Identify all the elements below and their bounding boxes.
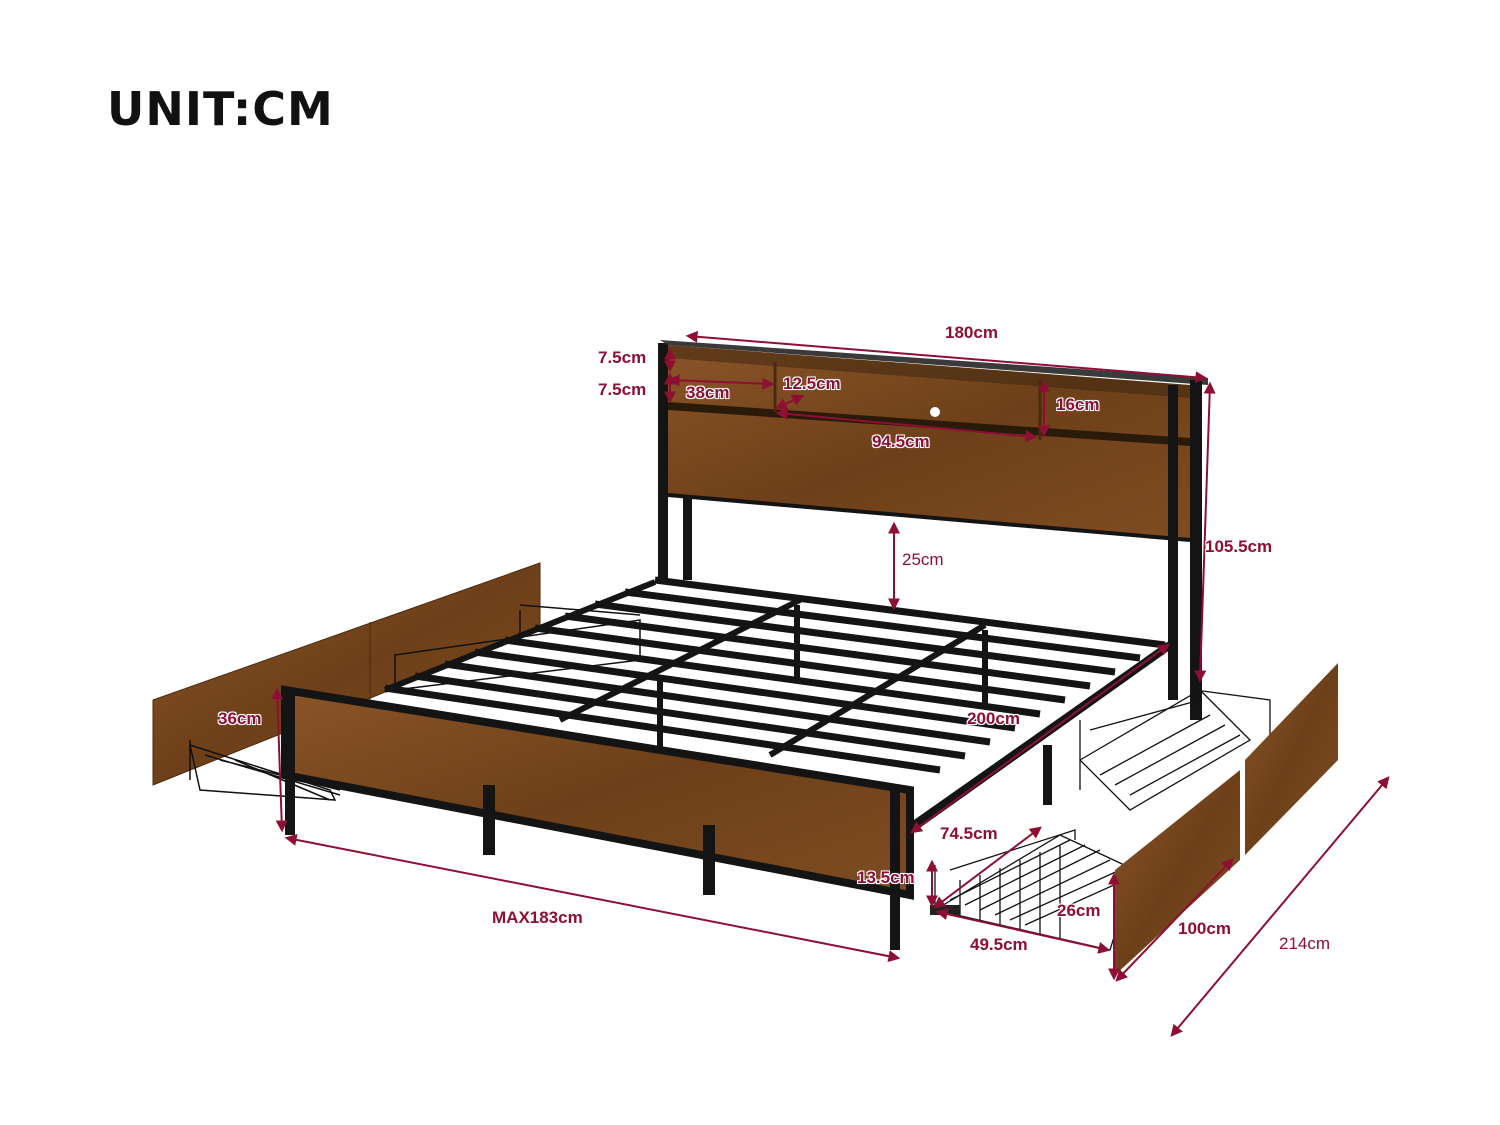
drawer-width-label: 49.5cm — [970, 935, 1028, 954]
center-shelf-width-label: 94.5cm — [872, 432, 930, 451]
total-length-label: 214cm — [1279, 934, 1331, 953]
shelf-top-height-label: 7.5cm — [598, 348, 647, 367]
dimension-lines — [271, 330, 1390, 1037]
metal-slats — [384, 576, 1166, 774]
drawer-length-label: 74.5cm — [940, 824, 998, 843]
unit-title: UNIT:CM — [107, 82, 334, 136]
shelf-depth-label: 12.5cm — [783, 374, 841, 393]
max-width-label: MAX183cm — [492, 908, 583, 927]
under-headboard-gap-label: 25cm — [902, 550, 944, 569]
total-height-label: 105.5cm — [1205, 537, 1273, 556]
drawer-panel-length-label: 100cm — [1178, 919, 1231, 938]
headboard-width-label: 180cm — [945, 323, 998, 342]
floor-clearance-label: 13.5cm — [857, 868, 915, 887]
bed-length-label: 200cm — [967, 709, 1020, 728]
shelf-bottom-height-label: 7.5cm — [598, 380, 647, 399]
left-shelf-width-label: 38cm — [686, 383, 730, 402]
right-shelf-height-label: 16cm — [1056, 395, 1100, 414]
drawer-depth-label: 26cm — [1057, 901, 1101, 920]
drawer-front-height-label: 36cm — [218, 709, 262, 728]
